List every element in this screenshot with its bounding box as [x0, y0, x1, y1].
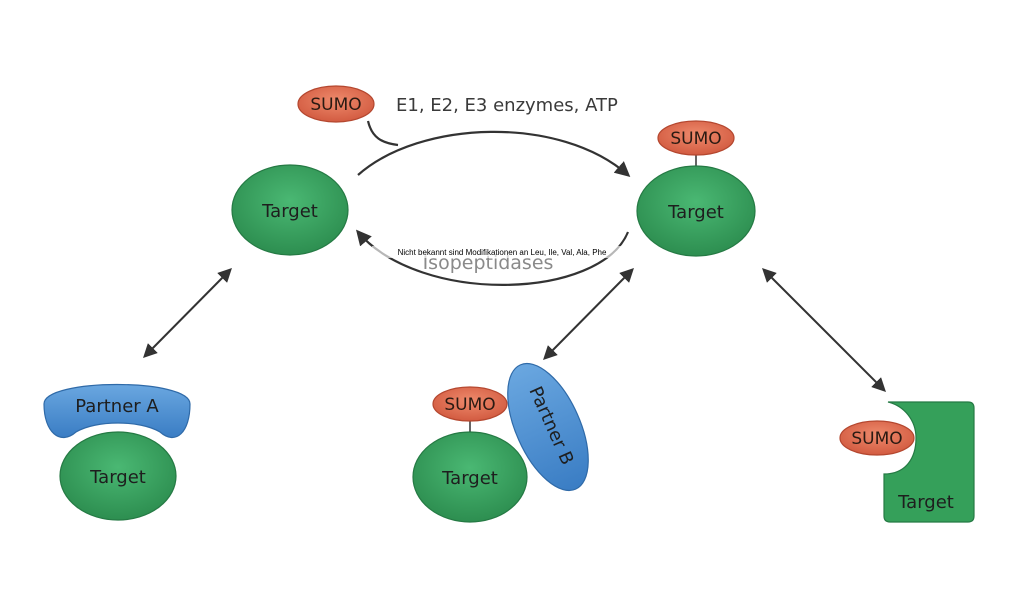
sumo-label: SUMO [444, 395, 495, 415]
sumo-label: SUMO [851, 429, 902, 449]
conformational-change-complex: Target SUMO [839, 401, 975, 523]
arrow-to-partner-a [143, 268, 232, 358]
target-label: Target [89, 467, 146, 488]
free-sumo: SUMO [297, 85, 375, 123]
target-unmodified: Target [231, 164, 349, 256]
partner-a-label: Partner A [75, 396, 159, 417]
target-label: Target [441, 468, 498, 489]
target-label: Target [897, 492, 954, 513]
arrow-to-partner-b [543, 268, 634, 360]
enzymes-label: E1, E2, E3 enzymes, ATP [396, 95, 618, 116]
sumo-attach-connector [366, 120, 399, 147]
note-text: Nicht bekannt sind Modifikationen an Leu… [398, 248, 607, 257]
target-label: Target [261, 201, 318, 222]
partner-a-complex: Target Partner A [43, 383, 191, 521]
target-sumoylated: Target SUMO [636, 120, 756, 257]
partner-b-complex: Partner B Target SUMO [412, 362, 589, 523]
sumo-label: SUMO [310, 95, 361, 115]
sumoylation-arrow [357, 130, 631, 178]
target-label: Target [667, 202, 724, 223]
arrow-to-conformational-change [762, 268, 886, 392]
sumo-label: SUMO [670, 129, 721, 149]
